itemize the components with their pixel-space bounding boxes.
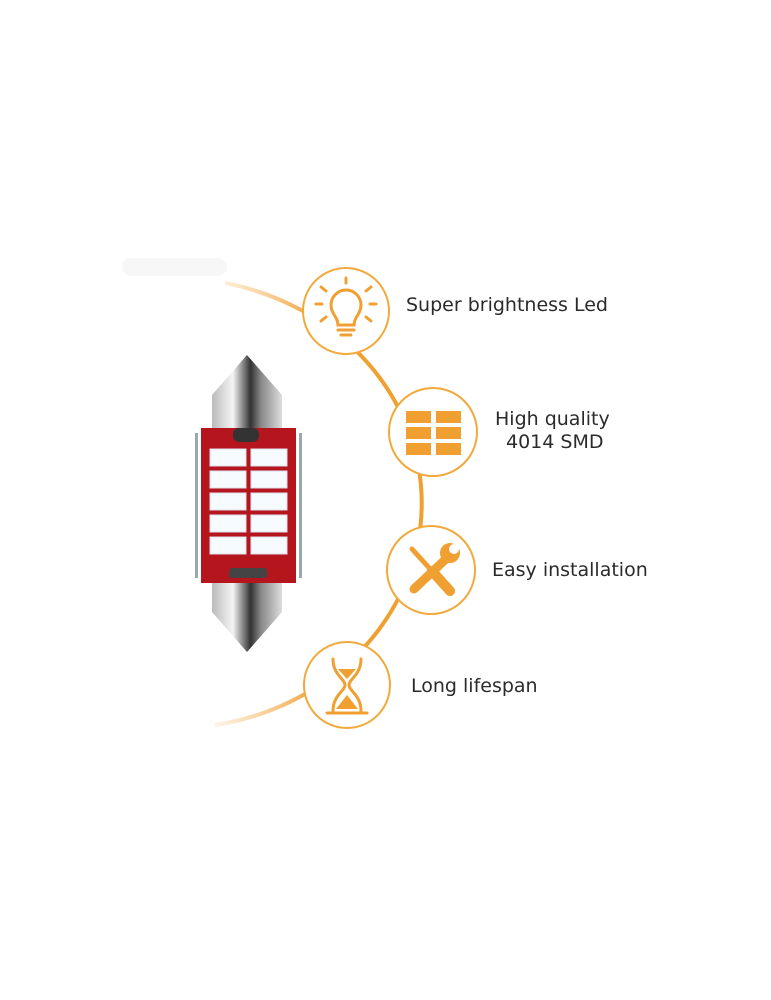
festoon-led-bulb-image xyxy=(195,355,302,652)
light-bulb-icon xyxy=(314,276,378,337)
feature-icon-circle xyxy=(386,525,476,615)
tools-icon xyxy=(409,543,460,596)
feature-icon-circle xyxy=(388,387,478,477)
feature-icon-circle xyxy=(303,641,391,729)
hourglass-icon xyxy=(325,657,369,715)
feature-icon-circle xyxy=(302,267,390,355)
feature-label-quality: High quality xyxy=(495,408,610,430)
smd-chip-grid-icon xyxy=(406,411,461,455)
feature-label-brightness: Super brightness Led xyxy=(406,294,608,316)
feature-label-smd: 4014 SMD xyxy=(506,431,604,453)
feature-label-lifespan: Long lifespan xyxy=(411,675,538,697)
feature-label-installation: Easy installation xyxy=(492,559,648,581)
